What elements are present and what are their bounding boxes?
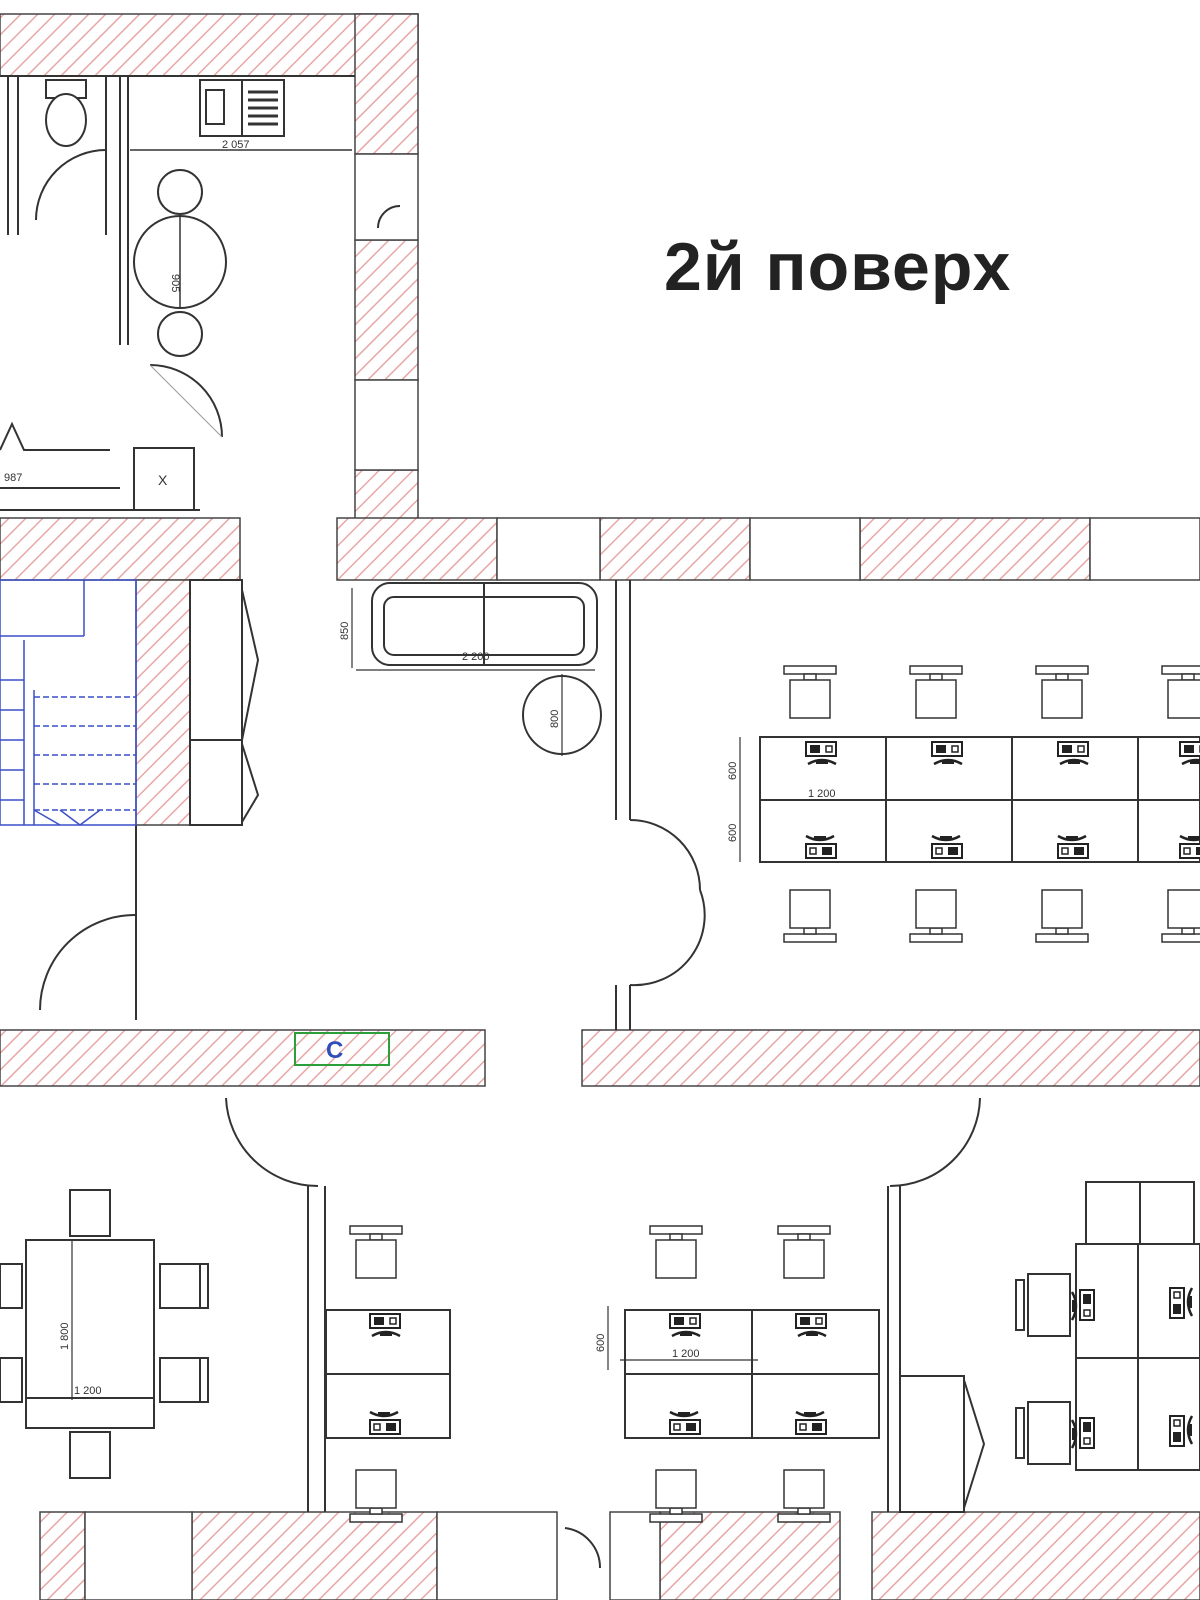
dim-meeting-width: 1 200: [74, 1385, 102, 1397]
meeting-door-swing: [225, 1097, 319, 1188]
staircase: [0, 579, 137, 826]
floor-title: 2й поверх: [664, 229, 1012, 305]
stove-burners: [248, 90, 278, 126]
kitchen-door-swing: [149, 364, 223, 438]
dim-office-width: 1 200: [808, 788, 836, 800]
wall-top: [0, 13, 419, 77]
right-chair: [1027, 1401, 1071, 1465]
windows: [84, 153, 1200, 1600]
kitchen-chair-bottom: [157, 311, 203, 357]
counter: [294, 1032, 390, 1066]
wall-right-upper: [354, 13, 419, 155]
stair-door-swing: [39, 913, 137, 1011]
wall-mid-right-2: [599, 517, 751, 581]
wall-bottom-1: [39, 1511, 86, 1600]
dim-kitchen-table: 905: [169, 274, 181, 292]
dim-round-table: 800: [549, 710, 561, 728]
corridor-cabinet: [0, 421, 120, 489]
entry-door-swing: [377, 205, 401, 229]
dim-reception-depth: 850: [339, 622, 351, 640]
walls: [0, 13, 1200, 1600]
right-office-door-swing: [889, 1097, 981, 1187]
dim-reception-width: 2 200: [462, 651, 490, 663]
wall-bottom-2: [191, 1511, 438, 1600]
wc: [35, 79, 107, 221]
office-door-lower-swing: [629, 889, 706, 987]
wc-door-swing: [35, 149, 107, 221]
shaft: [133, 447, 195, 511]
meeting-table: [25, 1239, 155, 1429]
shaft-mark: X: [158, 472, 168, 488]
kitchen: X: [130, 79, 401, 511]
right-chair: [1027, 1273, 1071, 1337]
bottom-door-swing: [564, 1527, 602, 1569]
door-swings: [39, 819, 981, 1569]
wall-right-upper-2: [354, 239, 419, 381]
wall-mid-right: [336, 517, 498, 581]
right-office: [899, 1181, 1200, 1513]
meeting-room: [0, 1189, 209, 1479]
partitions: [0, 75, 901, 1512]
wardrobe: [189, 579, 260, 826]
wall-bottom-4: [871, 1511, 1200, 1600]
wall-lower-left: [0, 1029, 486, 1087]
dim-office-depth-b: 600: [727, 824, 739, 842]
dim-lower-width: 1 200: [672, 1348, 700, 1360]
office-door-upper-swing: [629, 819, 701, 891]
dim-office-depth-a: 600: [727, 762, 739, 780]
wall-mid-right-3: [859, 517, 1091, 581]
reception-desk: [351, 582, 602, 756]
wall-bottom-3: [659, 1511, 841, 1600]
wall-right-upper-3: [354, 469, 419, 521]
meeting-chair: [0, 1357, 23, 1403]
meeting-chair: [159, 1263, 201, 1309]
office-workstations: [739, 736, 1200, 863]
right-cabinet: [899, 1375, 965, 1513]
dim-lower-depth: 600: [595, 1334, 607, 1352]
counter-mark: C: [326, 1037, 343, 1064]
dim-kitchen-width: 2 057: [222, 139, 250, 151]
wall-mid-left: [0, 517, 241, 581]
meeting-chair: [159, 1357, 201, 1403]
wall-lower-right: [581, 1029, 1200, 1087]
meeting-chair: [69, 1189, 111, 1237]
kitchen-chair-top: [157, 169, 203, 215]
wall-stair-side: [135, 579, 191, 826]
meeting-chair: [69, 1431, 111, 1479]
toilet-bowl: [45, 93, 87, 147]
dim-corridor-left: 987: [4, 472, 22, 484]
dim-meeting-length: 1 800: [59, 1322, 71, 1350]
meeting-chair: [0, 1263, 23, 1309]
